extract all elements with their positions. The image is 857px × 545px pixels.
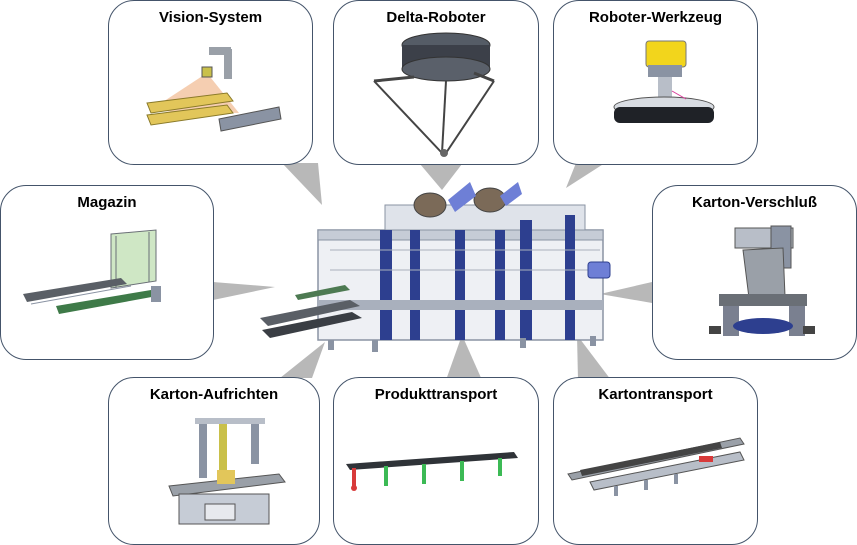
module-card-karton-aufrichten[interactable]: Karton-Aufrichten xyxy=(108,377,320,545)
module-card-kartontransport[interactable]: Kartontransport xyxy=(553,377,758,545)
delta-robot-illustration xyxy=(373,32,495,157)
connector-vision xyxy=(282,163,322,205)
module-card-karton-verschluss[interactable]: Karton-Verschluß xyxy=(652,185,857,360)
connector-delta xyxy=(420,164,462,190)
module-title: Magazin xyxy=(77,194,137,211)
robot-tool-illustration xyxy=(613,40,715,123)
carton-closure-illustration xyxy=(709,225,815,336)
carton-conveyor-illustration xyxy=(567,437,745,496)
module-title: Kartontransport xyxy=(598,386,713,403)
module-title: Karton-Verschluß xyxy=(691,194,818,211)
module-card-vision-system[interactable]: Vision-System xyxy=(108,0,313,165)
module-card-roboter-werkzeug[interactable]: Roboter-Werkzeug xyxy=(553,0,758,165)
magazine-illustration xyxy=(23,229,161,314)
connector-magazine xyxy=(213,282,275,300)
connector-product xyxy=(446,335,482,380)
connector-carton xyxy=(577,335,611,380)
connector-closure xyxy=(600,282,652,303)
module-title: Produkttransport xyxy=(374,386,498,403)
module-card-delta-roboter[interactable]: Delta-Roboter xyxy=(333,0,539,165)
machine-frame xyxy=(317,204,604,341)
module-title: Karton-Aufrichten xyxy=(149,386,279,403)
delta-robots xyxy=(413,182,522,218)
machine-feet xyxy=(328,336,596,352)
infeed-conveyors xyxy=(260,285,362,338)
module-card-magazin[interactable]: Magazin xyxy=(0,185,214,360)
connector-tool xyxy=(566,163,605,188)
module-card-produkttransport[interactable]: Produkttransport xyxy=(333,377,539,545)
module-title: Roboter-Werkzeug xyxy=(588,9,723,26)
carton-erecting-illustration xyxy=(168,418,286,525)
connector-erect xyxy=(280,342,325,378)
module-title: Vision-System xyxy=(158,9,263,26)
module-title: Delta-Roboter xyxy=(386,9,486,26)
product-conveyor-illustration xyxy=(346,452,518,491)
outfeed-motor xyxy=(587,261,611,279)
vision-system-illustration xyxy=(146,47,282,132)
